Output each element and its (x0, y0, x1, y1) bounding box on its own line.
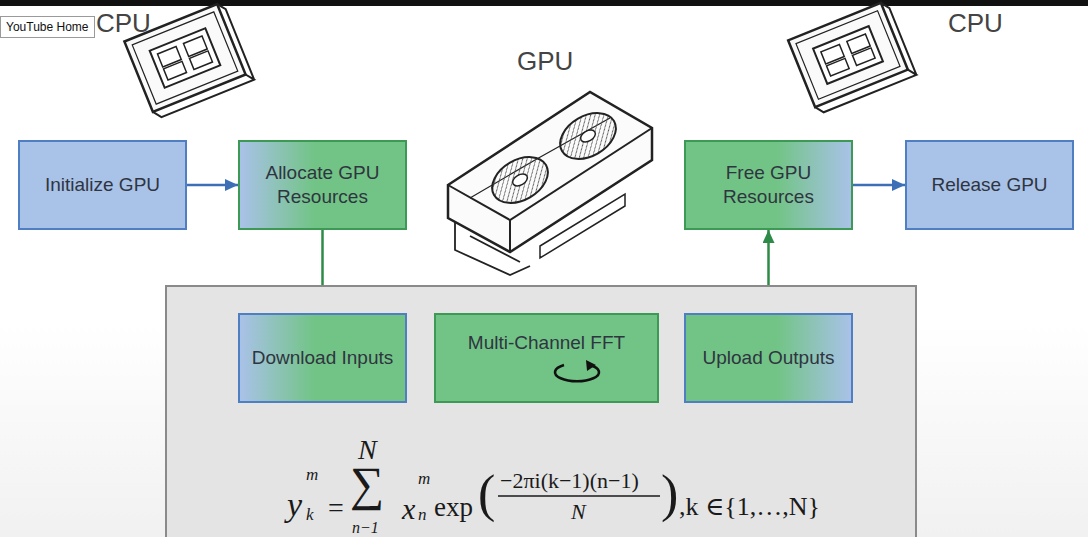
box-content: Release GPU (907, 142, 1072, 228)
processor-label: CPU (96, 10, 151, 36)
process-box: Allocate GPU Resources (238, 140, 407, 230)
cpu-frame (796, 11, 900, 100)
formula-symbol: x (402, 494, 415, 524)
tooltip-label: YouTube Home (0, 16, 95, 38)
cpu-core (826, 58, 849, 76)
cpu-core (163, 61, 186, 80)
cpu-core (852, 48, 875, 66)
process-box: Download Inputs (238, 313, 407, 403)
processor-label: GPU (517, 48, 573, 74)
gpu-body (448, 92, 652, 252)
formula-symbol: = (328, 494, 344, 522)
process-box: Initialize GPU (18, 140, 187, 230)
box-content: Multi-Channel FFT (436, 315, 657, 401)
process-box: Upload Outputs (684, 313, 853, 403)
formula-function: exp (434, 494, 473, 521)
box-label: Multi-Channel FFT (468, 331, 625, 355)
box-content: Initialize GPU (20, 142, 185, 228)
numerator: −2πi(k−1)(n−1) (500, 470, 639, 492)
box-label: Allocate GPU Resources (248, 161, 397, 209)
cpu-die (150, 28, 221, 88)
subscript: k (306, 506, 314, 523)
box-label: Upload Outputs (702, 346, 834, 370)
loop-arrow (555, 365, 599, 381)
gpu-connector (540, 194, 625, 258)
box-content: Allocate GPU Resources (240, 142, 405, 228)
cpu-core (189, 51, 212, 70)
box-label: Download Inputs (252, 346, 394, 370)
formula-symbol: y (287, 488, 302, 522)
process-box: Multi-Channel FFT (434, 313, 659, 403)
box-content: Free GPU Resources (686, 142, 851, 228)
subscript: n (418, 506, 427, 523)
gpu-edge (448, 128, 652, 252)
processor-label: CPU (948, 10, 1003, 36)
box-content: Download Inputs (240, 315, 405, 401)
cpu-edge (788, 1, 916, 115)
superscript: m (418, 470, 430, 487)
process-box: Free GPU Resources (684, 140, 853, 230)
box-content: Upload Outputs (686, 315, 851, 401)
connector-arrow (853, 184, 905, 187)
cpu-body (788, 3, 908, 107)
sum-limit: n−1 (352, 520, 379, 536)
process-box: Release GPU (905, 140, 1074, 230)
fan-hub (511, 172, 530, 189)
loop-icon (550, 359, 604, 387)
top-bar (0, 0, 1088, 6)
denominator: N (571, 501, 586, 523)
gpu-card (448, 92, 652, 275)
cpu-chip (788, 1, 916, 115)
box-label: Release GPU (931, 173, 1047, 197)
cpu-core (158, 47, 182, 67)
superscript: m (306, 466, 318, 483)
box-label: Initialize GPU (45, 173, 160, 197)
gpu-fan (484, 148, 556, 213)
connector-arrow (187, 184, 238, 187)
gpu-bracket (455, 222, 530, 275)
cpu-core (847, 34, 870, 54)
sum-sign: ∑ (350, 460, 384, 508)
cpu-core (183, 36, 207, 56)
parenthesis: ( (478, 468, 495, 520)
cpu-die (813, 26, 883, 84)
box-label: Free GPU Resources (694, 161, 843, 209)
loop-panel: ymk=N∑n−1xmnexp(−2πi(k−1)(n−1)N),k ∈{1,…… (165, 285, 917, 537)
parenthesis: ) (661, 468, 678, 520)
fan-hub (579, 128, 598, 145)
formula-condition: ,k ∈{1,…,N} (679, 494, 820, 520)
cpu-core (821, 44, 844, 64)
gpu-fan (552, 104, 624, 169)
loop-arrowhead (586, 360, 596, 371)
